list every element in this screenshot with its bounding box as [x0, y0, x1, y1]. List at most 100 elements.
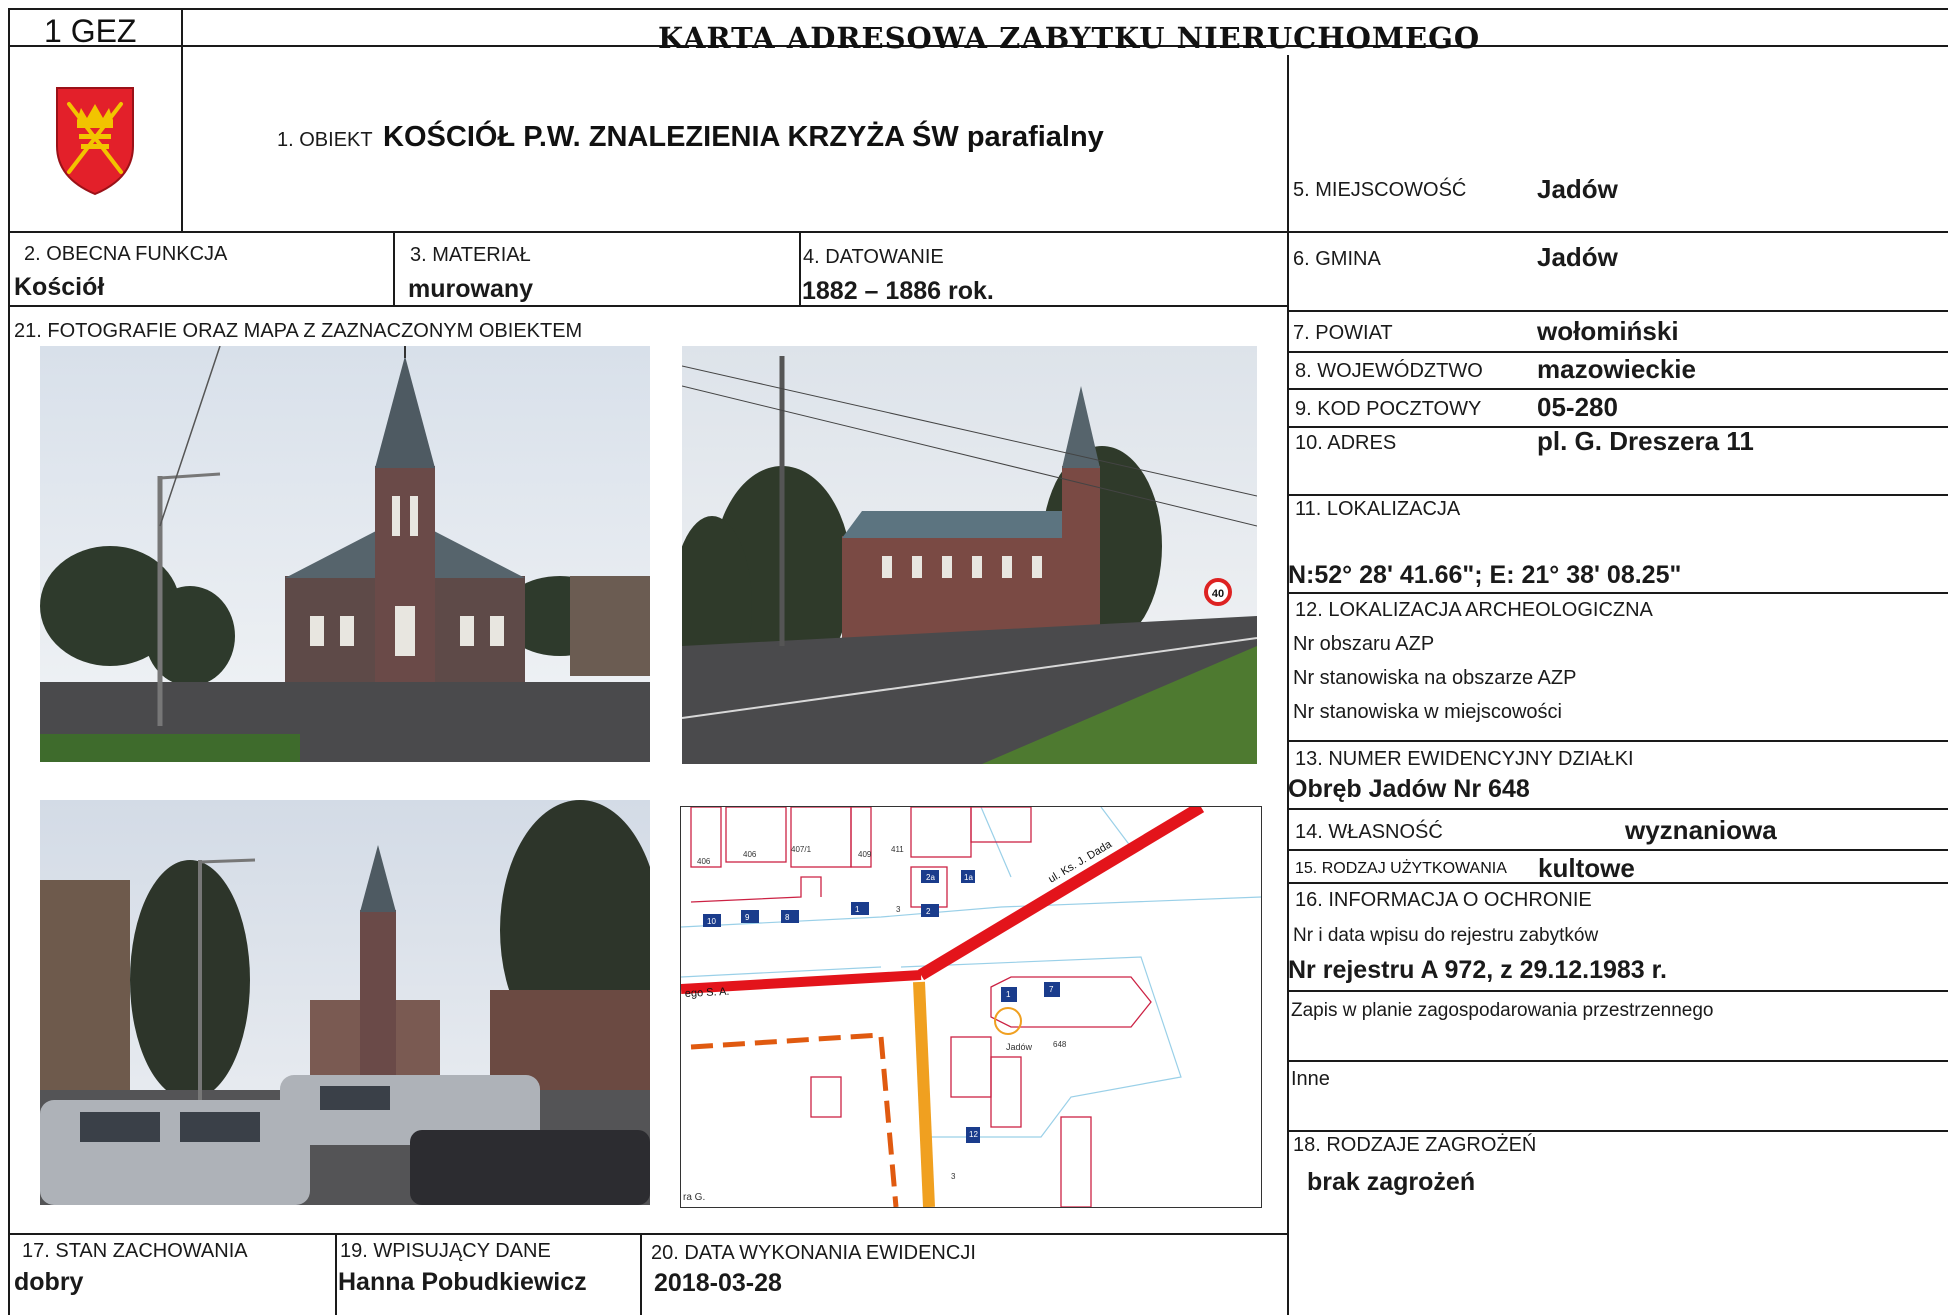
map-parcel-9: 9	[745, 913, 750, 922]
map-parcel-7: 7	[1049, 985, 1054, 994]
rule-footer-1	[335, 1233, 337, 1315]
rule-address	[1287, 494, 1948, 496]
county-value: wołomiński	[1537, 316, 1679, 346]
location-label: 11. LOKALIZACJA	[1295, 498, 1461, 520]
map-parcel-12: 12	[969, 1130, 978, 1139]
function-value: Kościół	[14, 273, 105, 301]
map-parcel-411: 411	[891, 845, 904, 854]
rule-register	[1287, 990, 1948, 992]
map-parcel-406a: 406	[697, 857, 711, 866]
card-code: 1 GEZ	[44, 13, 137, 49]
map-parcel-3b: 3	[951, 1172, 956, 1181]
author-value: Hanna Pobudkiewicz	[338, 1268, 587, 1296]
coat-of-arms-icon	[55, 86, 135, 196]
rule-voivodeship	[1287, 388, 1948, 390]
voivodeship-value: mazowieckie	[1537, 354, 1696, 384]
register-label: Nr i data wpisu do rejestru zabytków	[1293, 925, 1599, 946]
author-label: 19. WPISUJĄCY DANE	[340, 1240, 551, 1262]
map-parcel-3: 3	[896, 905, 901, 914]
postal-value: 05-280	[1537, 392, 1618, 422]
map-parcel-1a: 1a	[964, 873, 973, 882]
archeo-line-1: Nr obszaru AZP	[1293, 633, 1435, 655]
cadastral-map: 406 406 407/1 409 411 2a 10 9 8 1 3 2 1a…	[680, 806, 1262, 1208]
voivodeship-label: 8. WOJEWÓDZTWO	[1295, 360, 1483, 382]
commune-label: 6. GMINA	[1293, 248, 1381, 270]
rule-code-column	[181, 8, 183, 233]
material-label: 3. MATERIAŁ	[410, 244, 531, 266]
rule-footer-top	[8, 1233, 1288, 1235]
usage-value: kultowe	[1538, 853, 1635, 883]
material-value: murowany	[408, 275, 534, 303]
map-parcel-2: 2	[926, 907, 931, 916]
protection-label: 16. INFORMACJA O OCHRONIE	[1295, 889, 1592, 911]
threats-value: brak zagrożeń	[1307, 1168, 1476, 1196]
rule-ownership	[1287, 849, 1948, 851]
register-value: Nr rejestru A 972, z 29.12.1983 r.	[1288, 956, 1667, 984]
church-photo-front	[40, 346, 650, 762]
object-name: KOŚCIÓŁ P.W. ZNALEZIENIA KRZYŻA ŚW paraf…	[383, 121, 1104, 153]
date-label: 20. DATA WYKONANIA EWIDENCJI	[651, 1242, 976, 1264]
condition-value: dobry	[14, 1268, 84, 1296]
map-parcel-8: 8	[785, 913, 790, 922]
rule-footer-2	[640, 1233, 642, 1315]
rule-cell-2-3	[393, 231, 395, 306]
date-value: 2018-03-28	[654, 1269, 782, 1297]
archeo-line-3: Nr stanowiska w miejscowości	[1293, 701, 1562, 723]
town-label: 5. MIEJSCOWOŚĆ	[1293, 179, 1467, 201]
commune-value: Jadów	[1537, 242, 1618, 272]
rule-plan	[1287, 1060, 1948, 1062]
rule-other	[1287, 1130, 1948, 1132]
rule-location	[1287, 592, 1948, 594]
other-label: Inne	[1291, 1068, 1330, 1090]
map-parcel-10: 10	[707, 917, 716, 926]
rule-cell-3-4	[799, 231, 801, 306]
ownership-label: 14. WŁASNOŚĆ	[1295, 821, 1443, 843]
location-value: N:52° 28' 41.66"; E: 21° 38' 08.25"	[1288, 561, 1682, 589]
rule-county	[1287, 351, 1948, 353]
map-parcel-2a: 2a	[926, 873, 935, 882]
rule-commune	[1287, 310, 1948, 312]
rule-usage	[1287, 882, 1948, 884]
condition-label: 17. STAN ZACHOWANIA	[22, 1240, 248, 1262]
church-photo-side: 40	[682, 346, 1257, 764]
dating-value: 1882 – 1886 rok.	[802, 277, 994, 305]
rule-row2-bottom	[8, 305, 1288, 307]
function-label: 2. OBECNA FUNKCJA	[24, 243, 228, 265]
plan-label: Zapis w planie zagospodarowania przestrz…	[1291, 1000, 1714, 1021]
rule-parcel	[1287, 808, 1948, 810]
parcel-value: Obręb Jadów Nr 648	[1288, 775, 1530, 803]
county-label: 7. POWIAT	[1293, 322, 1393, 344]
town-value: Jadów	[1537, 174, 1618, 204]
address-label: 10. ADRES	[1295, 432, 1397, 454]
map-parcel-1b: 1	[1006, 990, 1011, 999]
usage-label: 15. RODZAJ UŻYTKOWANIA	[1295, 860, 1507, 877]
border-left	[8, 8, 10, 1315]
speed-sign-label: 40	[1212, 588, 1224, 600]
object-label: 1. OBIEKT	[277, 129, 373, 151]
border-top	[8, 8, 1948, 10]
map-corner-label: ra G.	[683, 1192, 705, 1203]
card-title: KARTA ADRESOWA ZABYTKU NIERUCHOMEGO	[658, 21, 1481, 55]
map-site-label: Jadów	[1006, 1042, 1033, 1052]
archeo-line-2: Nr stanowiska na obszarze AZP	[1293, 667, 1577, 689]
archeo-label: 12. LOKALIZACJA ARCHEOLOGICZNA	[1295, 599, 1653, 621]
map-parcel-406b: 406	[743, 850, 757, 859]
rule-postal	[1287, 426, 1948, 428]
rule-right-column	[1287, 55, 1289, 1315]
rule-header	[8, 45, 1948, 47]
parcel-label: 13. NUMER EWIDENCYJNY DZIAŁKI	[1295, 748, 1634, 770]
map-street-left: ego S. A.	[685, 986, 730, 1000]
rule-object-bottom	[8, 231, 1288, 233]
threats-label: 18. RODZAJE ZAGROŻEŃ	[1293, 1134, 1537, 1156]
photos-label: 21. FOTOGRAFIE ORAZ MAPA Z ZAZNACZONYM O…	[14, 320, 583, 342]
rule-archeo	[1287, 740, 1948, 742]
postal-label: 9. KOD POCZTOWY	[1295, 398, 1482, 420]
dating-label: 4. DATOWANIE	[803, 246, 944, 268]
map-parcel-1: 1	[855, 905, 860, 914]
map-parcel-409: 409	[858, 850, 872, 859]
ownership-value: wyznaniowa	[1625, 815, 1777, 845]
map-parcel-648: 648	[1053, 1040, 1067, 1049]
map-parcel-407: 407/1	[791, 845, 812, 854]
object-row: 1. OBIEKT KOŚCIÓŁ P.W. ZNALEZIENIA KRZYŻ…	[277, 123, 1104, 152]
